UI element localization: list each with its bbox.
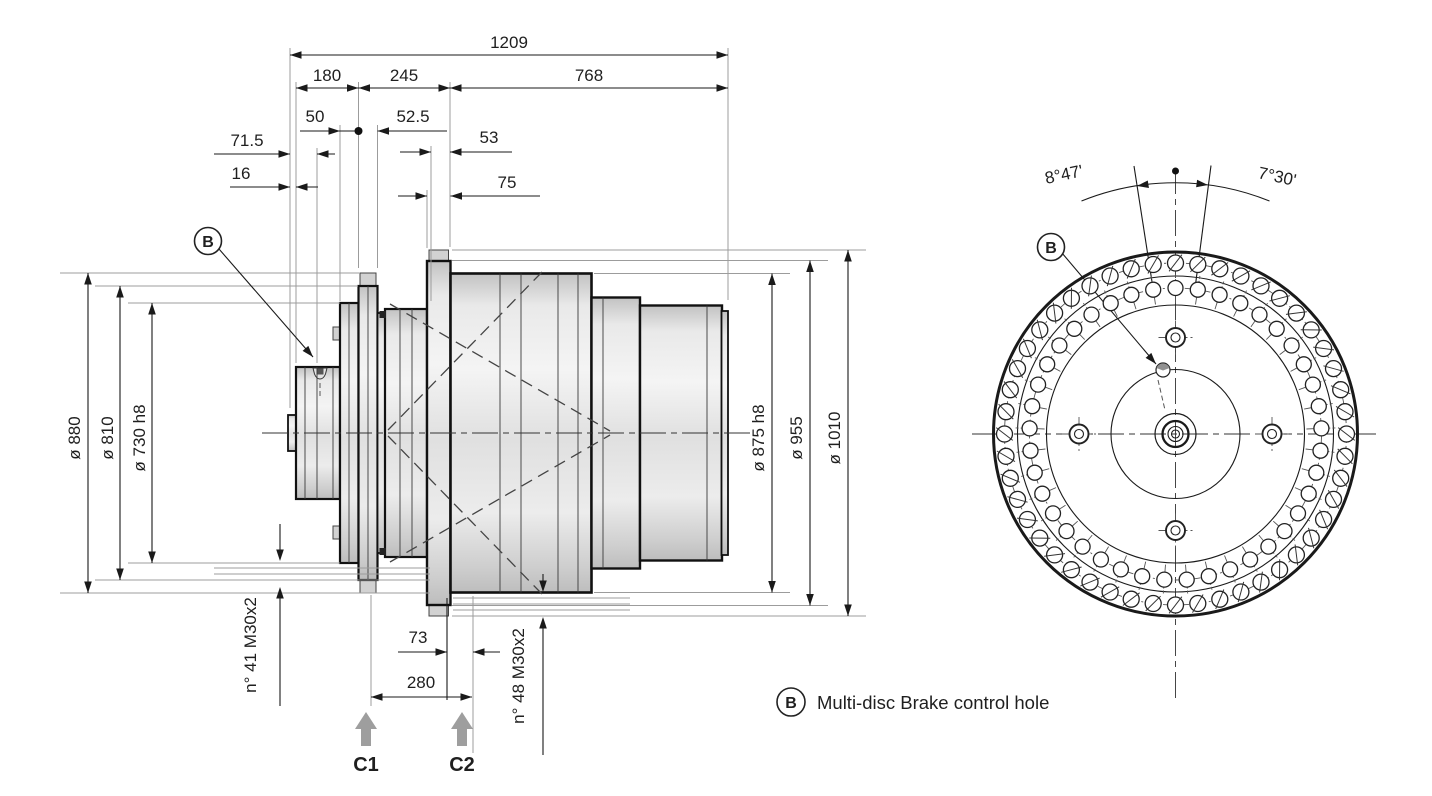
brake-hole-shading — [1156, 363, 1170, 371]
dim-dia-810: ø 810 — [98, 416, 117, 459]
brake-hole-detail — [312, 311, 386, 555]
legend-balloon-letter: B — [785, 695, 797, 712]
balloon-circle — [193, 226, 223, 256]
hidden-detail-dashes — [319, 379, 1166, 411]
balloon-letter: B — [202, 234, 214, 251]
dimension-labels: 1209 180 245 768 50 52.5 71.5 53 16 75 ø… — [65, 33, 844, 724]
inner-ring-circle — [1045, 304, 1306, 564]
brake-circle — [1110, 368, 1241, 500]
dim-span-bottom: 280 — [407, 673, 435, 692]
hub-circle-2 — [1161, 419, 1190, 449]
apex-dot — [1172, 167, 1179, 175]
extension-lines — [60, 48, 866, 753]
balloon-circle — [1036, 232, 1066, 262]
outer-diameter-circle — [992, 250, 1359, 618]
side-view-balloon: B — [193, 226, 223, 256]
angular-dimension: 8°47' 7°30' — [1043, 161, 1298, 202]
front-brake-hole — [1155, 362, 1171, 378]
dim-bolts-right: n° 48 M30x2 — [509, 628, 528, 724]
dim-disc-width: 50 — [306, 107, 325, 126]
section-plane-arrows: C1 C2 — [353, 712, 475, 776]
hub-circle-1 — [1154, 412, 1197, 456]
angle-label-outer: 7°30' — [1256, 163, 1298, 190]
dim-bolts-left: n° 41 M30x2 — [241, 597, 260, 693]
legend-label: Multi-disc Brake control hole — [817, 692, 1049, 713]
section-label-c2: C2 — [449, 754, 475, 776]
dim-flange2-width: 75 — [498, 173, 517, 192]
angle-label-inner: 8°47' — [1043, 161, 1085, 188]
dim-overall: 1209 — [490, 33, 528, 52]
front-view-balloon: B — [1036, 232, 1066, 262]
dim-seg1: 180 — [313, 66, 341, 85]
section-arrow-c2 — [451, 712, 473, 746]
dim-origin-dot — [354, 127, 363, 135]
dim-dia-1010: ø 1010 — [825, 412, 844, 465]
section-label-c1: C1 — [353, 754, 379, 776]
dim-dia-880: ø 880 — [65, 416, 84, 459]
front-view: 8°47' 7°30' B — [992, 161, 1359, 618]
section-arrow-c1 — [355, 712, 377, 746]
dim-seg3: 768 — [575, 66, 603, 85]
dim-gap-top: 53 — [480, 128, 499, 147]
hub-circle-3 — [1167, 425, 1184, 443]
angle-arc — [1081, 182, 1270, 202]
flange-bolt-bosses — [332, 249, 449, 617]
legend: B Multi-disc Brake control hole — [776, 687, 1049, 717]
legend-balloon-circle — [776, 687, 806, 717]
dim-seg2: 245 — [390, 66, 418, 85]
dim-offset-left: 71.5 — [230, 131, 263, 150]
seal-top — [379, 311, 386, 318]
dim-dia-955: ø 955 — [787, 416, 806, 459]
brake-hole-plug — [316, 368, 324, 375]
bolt-holes — [995, 254, 1356, 614]
dim-dia-730: ø 730 h8 — [130, 404, 149, 471]
dim-gap-bottom: 73 — [409, 628, 428, 647]
hub-circle-4 — [1170, 429, 1181, 439]
gear-phantom-lines — [387, 271, 611, 595]
dim-flange1-width: 52.5 — [396, 107, 429, 126]
balloon-letter: B — [1045, 240, 1057, 257]
dim-dia-875: ø 875 h8 — [749, 404, 768, 471]
dim-stub-len: 16 — [232, 164, 251, 183]
seal-bottom — [379, 548, 386, 555]
